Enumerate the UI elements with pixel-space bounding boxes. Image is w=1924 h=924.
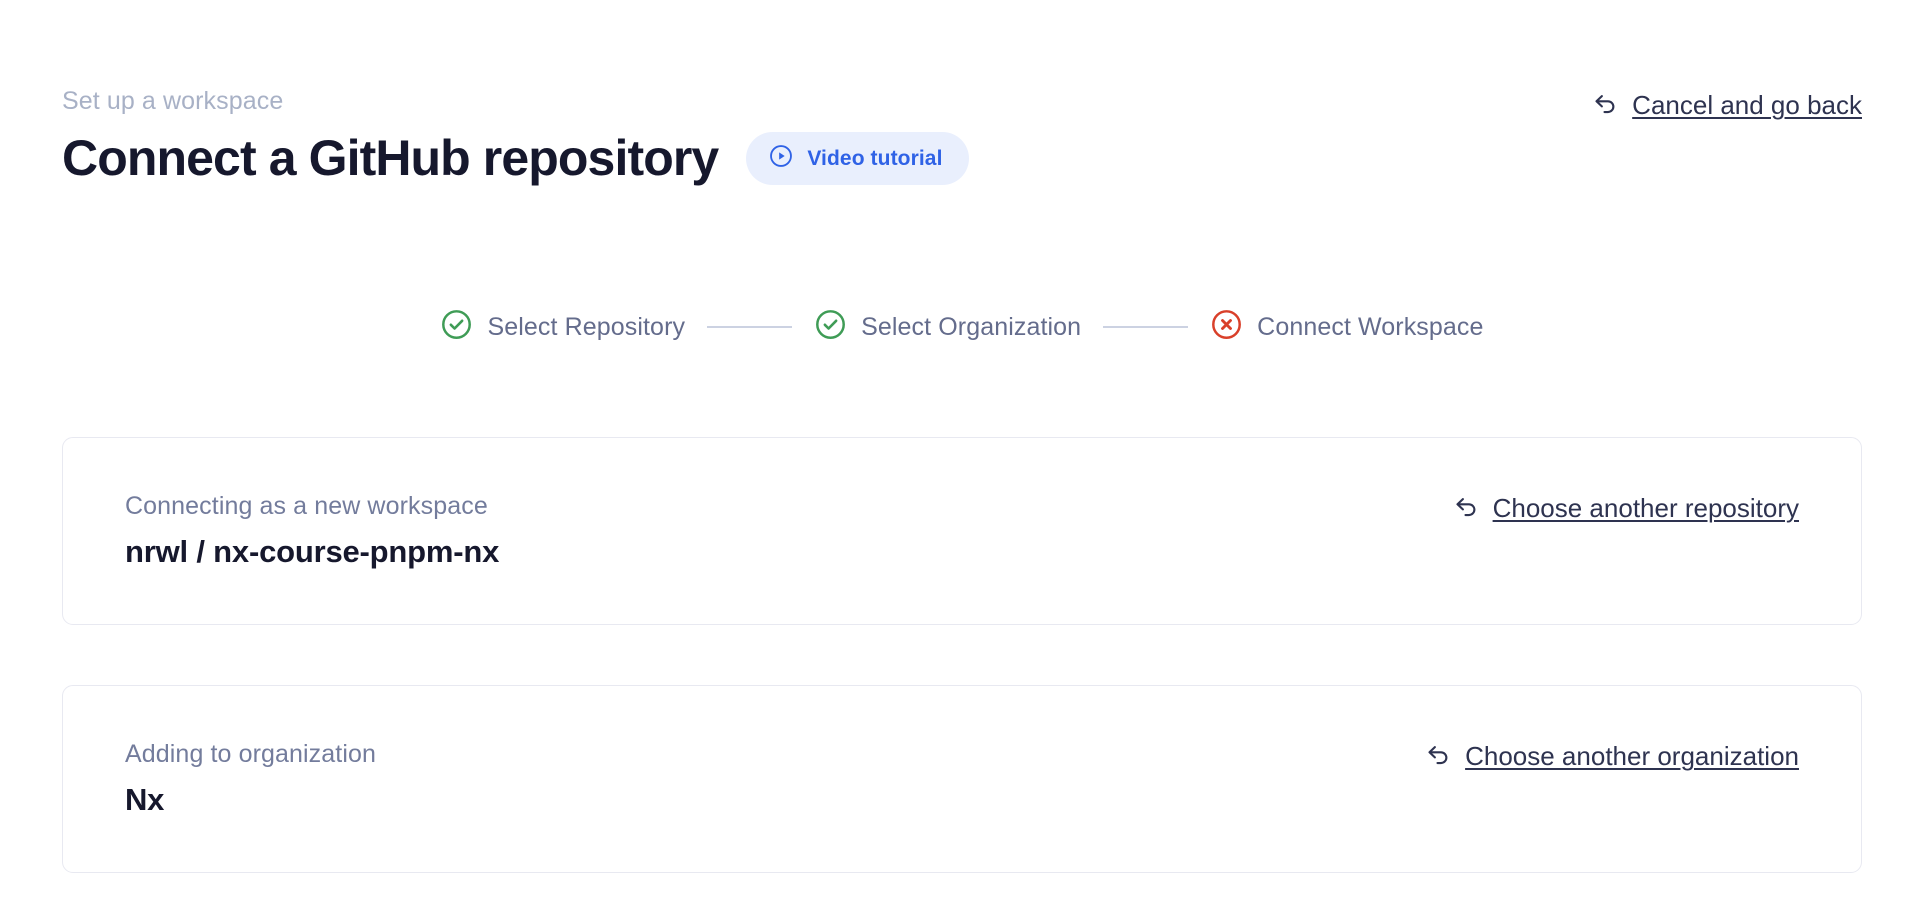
step-select-repository[interactable]: Select Repository — [440, 308, 685, 346]
choose-another-organization-link[interactable]: Choose another organization — [1423, 739, 1799, 774]
choose-another-repository-link[interactable]: Choose another repository — [1451, 491, 1799, 526]
repository-card-value: nrwl / nx-course-pnpm-nx — [125, 533, 1799, 570]
title-row: Connect a GitHub repository Video tutori… — [62, 132, 1862, 185]
repository-card-caption: Connecting as a new workspace — [125, 492, 488, 521]
organization-card: Adding to organization Nx Choose another… — [62, 685, 1862, 873]
organization-card-inner: Adding to organization Nx Choose another… — [63, 686, 1861, 872]
choose-another-repository-label: Choose another repository — [1492, 493, 1799, 523]
organization-card-body: Adding to organization Nx — [125, 739, 1799, 818]
play-circle-icon — [768, 143, 794, 174]
organization-card-value: Nx — [125, 782, 165, 818]
repository-name: nx-course-pnpm-nx — [213, 534, 500, 570]
organization-card-caption: Adding to organization — [125, 740, 376, 769]
repository-owner: nrwl / — [125, 534, 214, 570]
breadcrumb-eyebrow: Set up a workspace — [62, 87, 284, 115]
step-label: Connect Workspace — [1257, 312, 1484, 341]
step-connector — [707, 326, 793, 328]
choose-another-organization-label: Choose another organization — [1465, 741, 1799, 771]
step-connect-workspace[interactable]: Connect Workspace — [1210, 308, 1483, 346]
cancel-and-go-back-label: Cancel and go back — [1632, 90, 1862, 120]
undo-arrow-icon — [1423, 739, 1453, 774]
step-select-organization[interactable]: Select Organization — [814, 308, 1081, 346]
page-header: Set up a workspace Connect a GitHub repo… — [62, 86, 1862, 206]
x-circle-icon — [1210, 308, 1243, 346]
repository-card-inner: Connecting as a new workspace nrwl / nx-… — [63, 438, 1861, 624]
video-tutorial-button[interactable]: Video tutorial — [746, 132, 969, 185]
cancel-and-go-back-link[interactable]: Cancel and go back — [1590, 88, 1862, 123]
check-circle-icon — [440, 308, 473, 346]
page-title: Connect a GitHub repository — [62, 130, 719, 187]
undo-arrow-icon — [1590, 88, 1620, 123]
progress-stepper: Select Repository Select Organization Co… — [0, 308, 1924, 346]
step-label: Select Organization — [861, 312, 1082, 341]
step-connector — [1103, 326, 1189, 328]
video-tutorial-label: Video tutorial — [807, 146, 943, 170]
step-label: Select Repository — [487, 312, 686, 341]
undo-arrow-icon — [1451, 491, 1481, 526]
repository-card: Connecting as a new workspace nrwl / nx-… — [62, 437, 1862, 625]
check-circle-icon — [814, 308, 847, 346]
repository-card-body: Connecting as a new workspace nrwl / nx-… — [125, 491, 1799, 570]
